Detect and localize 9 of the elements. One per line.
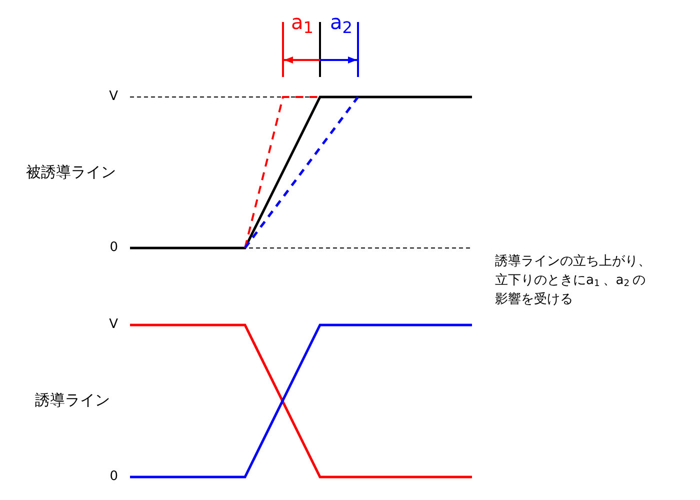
level-label: V <box>109 317 118 333</box>
signal-name: 誘導ライン <box>35 391 110 409</box>
signal-name: 被誘導ライン <box>26 163 116 181</box>
dimension-label: a$_{1}$ <box>291 10 314 34</box>
dimension-label: a$_{2}$ <box>330 10 352 34</box>
level-label: 0 <box>110 240 118 256</box>
level-label: V <box>109 89 118 105</box>
level-label: 0 <box>110 469 118 485</box>
note-text: 誘導ラインの立ち上がり、立下りのときにa$_{1}$、a$_{2}$の影響を受ける <box>495 253 652 309</box>
